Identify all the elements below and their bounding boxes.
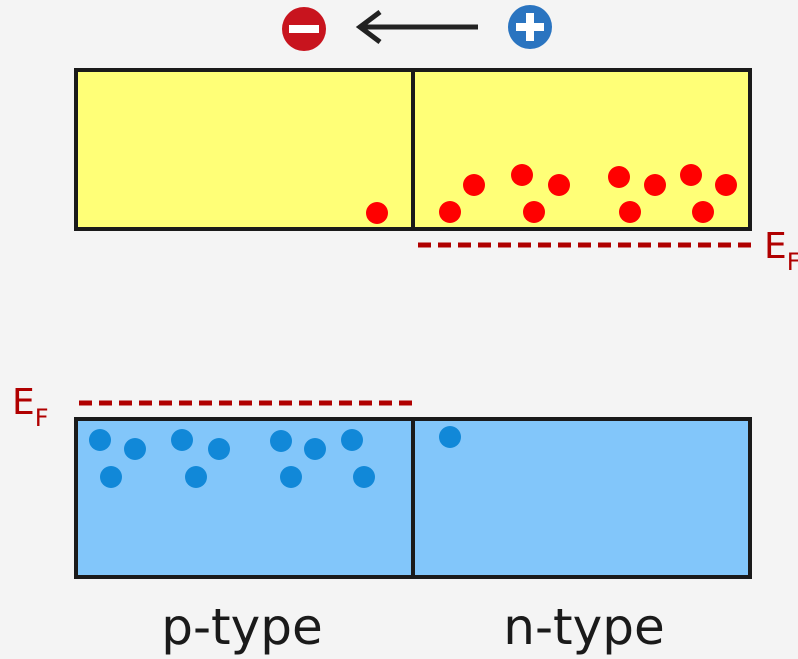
electron-dot — [608, 166, 630, 188]
fermi-sub-n: F — [787, 248, 798, 276]
fermi-level-n: EF — [418, 226, 798, 276]
minus-sign — [289, 25, 319, 33]
electron-dot — [511, 164, 533, 186]
electron-dot — [619, 201, 641, 223]
conduction-band-n-region — [411, 68, 752, 231]
n-type-label: n-type — [503, 598, 664, 656]
electron-dot — [692, 201, 714, 223]
hole-dot — [124, 438, 146, 460]
valence-band-n-region — [411, 417, 752, 579]
electron-dot — [366, 202, 388, 224]
fermi-level-n-label: EF — [764, 226, 798, 276]
electron-dot — [463, 174, 485, 196]
plus-sign-vertical — [526, 13, 534, 41]
carrier-flow-indicator — [282, 5, 552, 51]
fermi-main-p: E — [12, 382, 35, 423]
p-type-label: p-type — [161, 598, 322, 656]
left-arrow-icon — [355, 10, 478, 44]
hole-dot — [353, 466, 375, 488]
fermi-sub-p: F — [35, 404, 49, 432]
hole-dot — [100, 466, 122, 488]
fermi-level-p: EF — [12, 382, 412, 432]
electron-dot — [439, 201, 461, 223]
conduction-band-p-region — [74, 68, 415, 231]
hole-dot — [171, 429, 193, 451]
conduction-band — [74, 68, 752, 231]
hole-dot — [304, 438, 326, 460]
hole-dot — [89, 429, 111, 451]
holes — [89, 426, 461, 488]
electron-dot — [548, 174, 570, 196]
fermi-main-n: E — [764, 226, 787, 267]
hole-dot — [270, 430, 292, 452]
electron-dot — [523, 201, 545, 223]
valence-band — [74, 417, 752, 579]
hole-dot — [439, 426, 461, 448]
hole-dot — [185, 466, 207, 488]
fermi-level-p-label: EF — [12, 382, 49, 432]
hole-dot — [208, 438, 230, 460]
electron-dot — [715, 174, 737, 196]
electrons — [366, 164, 737, 224]
electron-dot — [680, 164, 702, 186]
hole-dot — [280, 466, 302, 488]
electron-dot — [644, 174, 666, 196]
hole-dot — [341, 429, 363, 451]
